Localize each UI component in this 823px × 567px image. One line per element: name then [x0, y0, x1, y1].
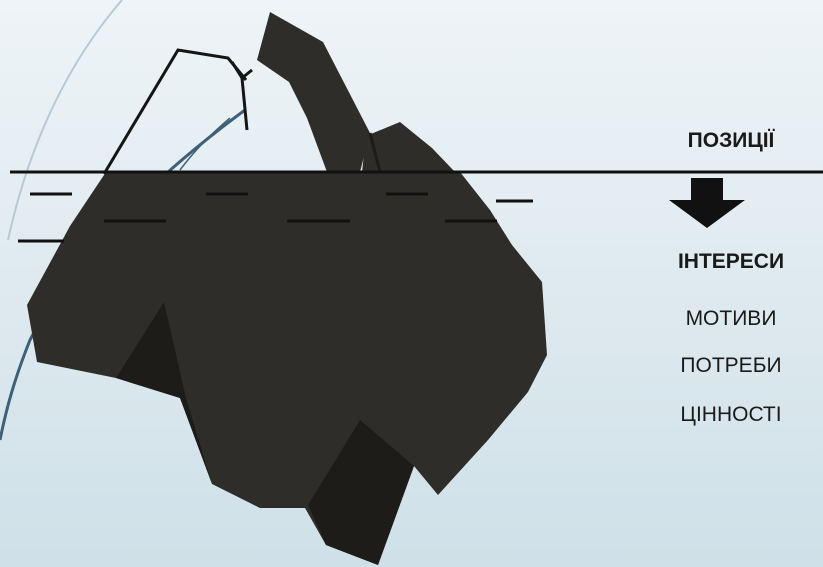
label-values: ЦІННОСТІ — [641, 404, 821, 425]
label-motives: МОТИВИ — [641, 308, 821, 329]
iceberg-outline-peak — [104, 50, 246, 174]
arrow-down-icon — [669, 178, 745, 228]
arrow-down-shape — [669, 178, 745, 228]
label-interests: ІНТЕРЕСИ — [641, 251, 821, 272]
iceberg-outline-crack-2 — [242, 70, 252, 78]
label-positions: ПОЗИЦІЇ — [641, 130, 821, 151]
iceberg-icon — [27, 12, 547, 565]
iceberg-tip-right — [362, 122, 455, 172]
iceberg-tip-main — [257, 12, 370, 172]
label-needs: ПОТРЕБИ — [641, 355, 821, 376]
iceberg-underwater — [27, 172, 547, 565]
